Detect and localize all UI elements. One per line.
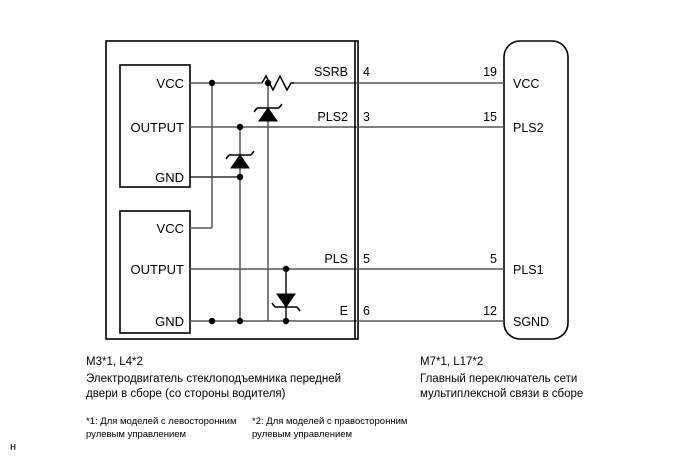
junction-dot — [282, 265, 290, 273]
left-pin-number-pls2: 3 — [363, 110, 370, 124]
junction-dot — [208, 317, 216, 325]
right-pin-number-vcc: 19 — [483, 65, 497, 79]
left-pin-number-pls: 5 — [363, 252, 370, 266]
right-connector-description: Главный переключатель сети мультиплексно… — [420, 373, 584, 400]
left-pin-signal-pls: PLS — [324, 252, 348, 266]
right-connector-code: M7*1, L17*2 — [420, 356, 484, 368]
left-assembly-code: M3*1, L4*2 — [86, 356, 143, 368]
junction-dot — [208, 79, 216, 87]
zener-diode-upper — [253, 103, 283, 122]
junction-dot — [282, 317, 290, 325]
left-assembly-description: Электродвигатель стеклоподъемника передн… — [86, 373, 342, 400]
right-pin-signal-pls1: PLS1 — [513, 263, 544, 277]
footnote-right-hand-drive: *2: Для моделей с правосторонним рулевым… — [252, 416, 408, 440]
zener-diode-middle — [225, 150, 255, 169]
right-pin-number-sgnd: 12 — [483, 304, 497, 318]
left-pin-signal-ssrb: SSRB — [314, 65, 348, 79]
left-assembly-outline — [105, 40, 359, 340]
left-pin-signal-e: E — [340, 304, 348, 318]
right-pin-signal-pls2: PLS2 — [513, 121, 544, 135]
motor-module-top-outline — [119, 64, 191, 188]
footnote-left-hand-drive: *1: Для моделей с левосторонним рулевым … — [86, 416, 237, 440]
module-bottom-pin-vcc: VCC — [157, 221, 184, 236]
module-top-pin-gnd: GND — [155, 170, 184, 185]
right-pin-signal-sgnd: SGND — [513, 315, 549, 329]
right-pin-signal-vcc: VCC — [513, 77, 539, 91]
module-top-pin-vcc: VCC — [157, 76, 184, 91]
motor-module-bottom-outline — [119, 210, 191, 334]
resistor-symbol — [261, 74, 294, 92]
module-bottom-pin-output: OUTPUT — [131, 262, 185, 277]
left-pin-signal-pls2: PLS2 — [317, 110, 348, 124]
junction-dot — [236, 317, 244, 325]
module-top-pin-output: OUTPUT — [131, 120, 185, 135]
module-bottom-pin-gnd: GND — [155, 314, 184, 329]
right-connector-outline — [503, 40, 569, 340]
zener-diode-lower — [271, 293, 301, 312]
junction-dot — [236, 173, 244, 181]
page-corner-mark: н — [10, 441, 17, 453]
left-pin-number-e: 6 — [363, 304, 370, 318]
junction-dot — [264, 79, 272, 87]
junction-dot — [236, 123, 244, 131]
right-pin-number-pls1: 5 — [490, 252, 497, 266]
left-pin-number-ssrb: 4 — [363, 65, 370, 79]
right-pin-number-pls2: 15 — [483, 110, 497, 124]
